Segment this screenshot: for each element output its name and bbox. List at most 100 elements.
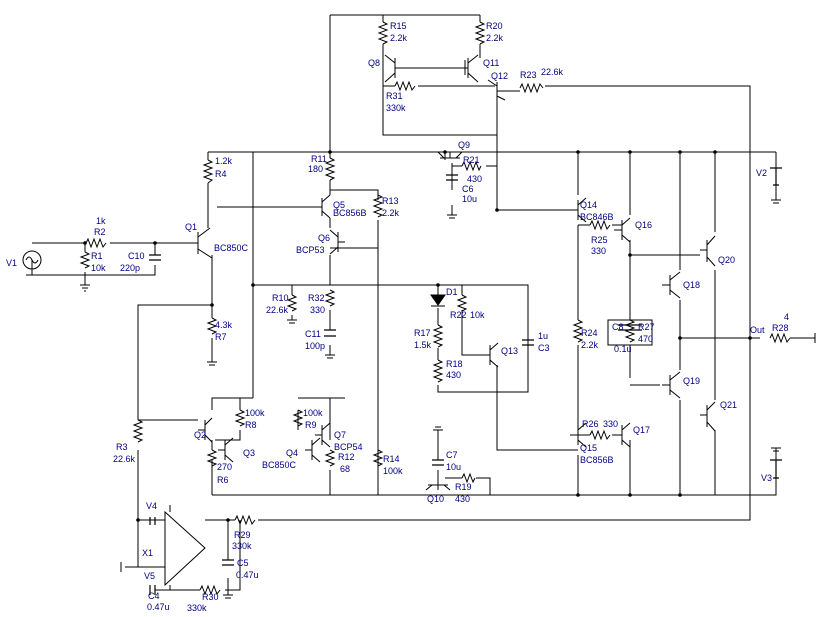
label-r24: R24 <box>581 328 598 338</box>
label-q4-model: BC850C <box>262 460 297 470</box>
diode-d1 <box>430 294 446 307</box>
label-r9-value: 100k <box>303 408 323 418</box>
label-v5: V5 <box>144 571 155 581</box>
label-r8: R8 <box>245 420 257 430</box>
label-r24-value: 2.2k <box>581 340 599 350</box>
label-q7: Q7 <box>334 430 346 440</box>
label-r15: R15 <box>390 21 407 31</box>
opamp-x1 <box>164 510 206 587</box>
label-r8-value: 100k <box>245 408 265 418</box>
label-q5: Q5 <box>333 200 345 210</box>
label-r31-value: 330k <box>386 103 406 113</box>
label-r3-value: 22.6k <box>113 454 136 464</box>
label-r26: R26 <box>582 419 599 429</box>
source-v1 <box>22 250 42 270</box>
label-r18: R18 <box>446 359 463 369</box>
label-r3: R3 <box>116 442 128 452</box>
label-r14-value: 100k <box>383 466 403 476</box>
label-r27-value: 470 <box>638 334 653 344</box>
label-q3: Q3 <box>243 448 255 458</box>
label-r2-value: 1k <box>96 216 106 226</box>
label-v2: V2 <box>756 168 767 178</box>
label-c10-value: 220p <box>120 263 140 273</box>
label-r10: R10 <box>272 293 289 303</box>
label-r17: R17 <box>414 328 431 338</box>
label-r6-value: 270 <box>217 462 232 472</box>
source-v2 <box>770 167 782 186</box>
label-q11: Q11 <box>483 58 499 68</box>
label-r20: R20 <box>486 21 503 31</box>
label-q14: Q14 <box>580 200 597 210</box>
label-c3-value: 1u <box>538 331 548 341</box>
label-q21: Q21 <box>720 400 737 410</box>
label-r2: R2 <box>94 227 106 237</box>
label-r19: R19 <box>455 482 472 492</box>
ground-symbols <box>26 199 816 599</box>
label-r9: R9 <box>305 420 317 430</box>
label-v1: V1 <box>6 258 17 268</box>
component-labels: R15 2.2k R20 2.2k Q8 Q11 Q12 R23 22.6k R… <box>6 21 789 613</box>
label-q1: Q1 <box>185 222 197 232</box>
label-r32: R32 <box>308 293 325 303</box>
label-c10: C10 <box>128 251 145 261</box>
label-r12: R12 <box>338 452 355 462</box>
label-r30-value: 330k <box>187 603 207 613</box>
source-v3 <box>770 459 782 479</box>
label-q6-model: BCP53 <box>296 245 325 255</box>
label-c7: C7 <box>446 450 458 460</box>
label-r28-resistance: 4 <box>784 312 789 322</box>
label-r31: R31 <box>386 91 403 101</box>
label-r26-value: 330 <box>603 419 618 429</box>
label-r14: R14 <box>383 454 400 464</box>
label-r17-value: 1.5k <box>414 340 432 350</box>
label-r13: R13 <box>382 196 399 206</box>
source-v1-wave <box>25 256 39 264</box>
label-r30: R30 <box>202 592 219 602</box>
label-r28: R28 <box>772 323 789 333</box>
wires <box>31 14 815 595</box>
label-r29-value: 330k <box>232 541 252 551</box>
label-c5: C5 <box>237 558 249 568</box>
label-q18: Q18 <box>683 280 700 290</box>
label-r4: R4 <box>215 169 227 179</box>
label-c6-value: 10u <box>462 194 477 204</box>
resistors <box>79 21 791 596</box>
label-r11: R11 <box>311 154 327 164</box>
label-r19-value: 430 <box>455 494 470 504</box>
label-c5-value: 0.47u <box>236 570 259 580</box>
label-r7-value: 4.3k <box>215 320 233 330</box>
label-r23-value: 22.6k <box>541 67 564 77</box>
label-c7-value: 10u <box>446 462 461 472</box>
label-q12: Q12 <box>491 71 508 81</box>
label-c11: C11 <box>305 329 321 339</box>
label-r6: R6 <box>217 475 229 485</box>
label-q17: Q17 <box>633 425 650 435</box>
label-v4: V4 <box>146 501 157 511</box>
label-c11-value: 100p <box>305 341 325 351</box>
label-q7-model: BCP54 <box>334 442 363 452</box>
label-q15-model: BC856B <box>580 455 614 465</box>
label-r21: R21 <box>463 155 480 165</box>
label-q14-model: BC846B <box>580 212 614 222</box>
label-c8-value: 0.1u <box>614 344 632 354</box>
label-q20: Q20 <box>718 255 735 265</box>
label-r22: R22 <box>450 310 467 320</box>
label-q8: Q8 <box>368 58 380 68</box>
label-r25: R25 <box>591 235 608 245</box>
label-c4: C4 <box>148 591 160 601</box>
label-r18-value: 430 <box>446 370 461 380</box>
label-c3: C3 <box>538 343 550 353</box>
label-q19: Q19 <box>683 376 700 386</box>
label-d1: D1 <box>446 287 458 297</box>
label-r29: R29 <box>234 530 251 540</box>
label-q5-model: BC856B <box>333 208 367 218</box>
label-r12-value: 68 <box>340 464 350 474</box>
label-q2: Q2 <box>194 430 206 440</box>
label-r4-value: 1.2k <box>215 156 233 166</box>
label-q10: Q10 <box>427 494 444 504</box>
label-q9: Q9 <box>458 140 470 150</box>
label-r21-value: 430 <box>467 174 482 184</box>
label-r32-value: 330 <box>310 305 325 315</box>
label-q15: Q15 <box>580 443 597 453</box>
